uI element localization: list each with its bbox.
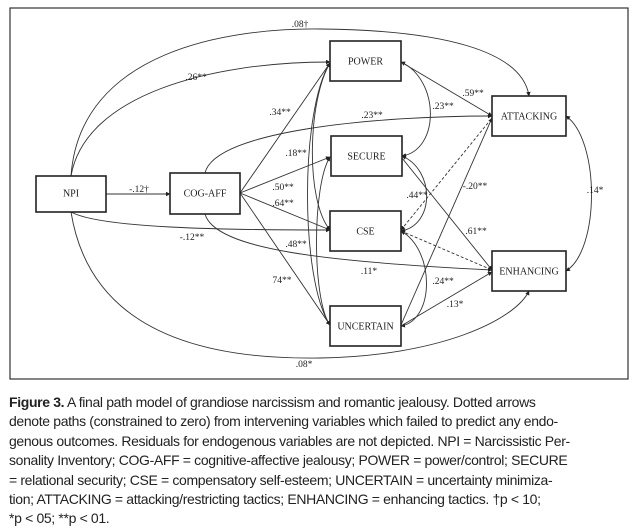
caption-line: Figure 3. A final path model of grandios… (9, 393, 631, 412)
path-npi-power (70, 59, 331, 177)
path-npi-cse (70, 211, 331, 233)
caption-line: denote paths (constrained to zero) from … (9, 413, 558, 430)
node-power: POWER (329, 40, 402, 82)
coef-npi-attacking: .08† (292, 20, 309, 30)
path-cogaff-enhancing (204, 213, 493, 273)
path-npi-enhancing (70, 211, 530, 359)
coef-npi-power: .26** (185, 73, 207, 83)
node-uncertain: UNCERTAIN (329, 305, 402, 347)
caption-label: Figure 3. (9, 394, 65, 410)
coef-cse-uncertain: .24** (432, 277, 454, 287)
figure-frame (9, 7, 629, 380)
path-model-diagram: NPI COG-AFF POWER SECURE CSE UNCERTAIN A… (9, 7, 629, 380)
coef-attacking-enhancing: .14* (587, 186, 604, 196)
node-label: ATTACKING (501, 111, 557, 122)
coef-cogaff-secure: .50** (272, 183, 294, 193)
node-cogaff: COG-AFF (169, 172, 241, 215)
corr-power-cse (311, 62, 331, 231)
coef-npi-cse: -.12** (180, 233, 205, 243)
node-label: COG-AFF (184, 188, 227, 199)
coef-uncertain-enhancing: .13* (447, 300, 464, 310)
node-npi: NPI (35, 175, 107, 213)
coef-secure: .18** (285, 149, 307, 159)
coef-npi-enhancing: .08* (296, 360, 313, 370)
path-cogaff-cse (239, 192, 331, 231)
figure-caption: Figure 3. A final path model of grandios… (9, 393, 631, 529)
caption-line: = relational security; CSE = compensator… (9, 471, 553, 488)
path-power-attacking (400, 61, 493, 117)
node-label: NPI (63, 188, 79, 199)
coef-power-secure: .23** (432, 102, 454, 112)
corr-attacking-enhancing (565, 115, 592, 272)
caption-line: genous outcomes. Residuals for endogenou… (9, 432, 570, 449)
corr-cse-uncertain (400, 230, 427, 328)
node-secure: SECURE (330, 135, 403, 177)
coef-cogaff-power: .34** (269, 108, 291, 118)
node-label: POWER (348, 56, 383, 67)
corr-power-secure (400, 61, 431, 158)
coef-cogaff-attacking: .23** (361, 111, 383, 121)
caption-line: *p < 05; **p < 01. (9, 510, 110, 527)
node-label: UNCERTAIN (337, 321, 393, 332)
node-attacking: ATTACKING (491, 95, 567, 137)
coef-secure-cse: .44** (406, 191, 428, 201)
node-label: CSE (356, 226, 374, 237)
coef-cogaff-uncertain: 74** (273, 276, 292, 286)
path-cogaff-power (239, 62, 331, 194)
path-cogaff-attacking (204, 113, 493, 174)
corr-secure-uncertain (316, 156, 331, 326)
node-cse: CSE (329, 210, 402, 252)
coef-cogaff-cse: .64** (272, 199, 294, 209)
caption-text: A final path model of grandiose narcissi… (64, 394, 536, 410)
coef-power-attacking: .59** (462, 89, 484, 99)
path-npi-attacking (70, 28, 531, 177)
caption-line: sonality Inventory; COG-AFF = cognitive-… (9, 452, 568, 469)
coef-npi-cogaff: -.12† (129, 185, 149, 195)
path-cse-enhancing-dotted (400, 230, 493, 271)
caption-line: tion; ATTACKING = attacking/restricting … (9, 491, 541, 508)
path-cogaff-uncertain (239, 192, 331, 326)
coef-cogaff: .48** (285, 240, 307, 250)
path-cogaff-secure (239, 156, 331, 194)
path-cse-attacking-dotted (400, 117, 493, 231)
path-uncertain-enhancing (400, 271, 493, 327)
node-enhancing: ENHANCING (491, 250, 567, 292)
path-uncertain-attacking (400, 117, 493, 326)
path-secure-enhancing (401, 157, 493, 271)
coef-uncertain-attacking: -.20** (463, 182, 488, 192)
corr-secure-cse (400, 155, 428, 233)
coef-secure-enhancing: .61** (465, 227, 487, 237)
coef-cogaff-enhancing: .11* (361, 267, 378, 277)
node-label: SECURE (347, 151, 385, 162)
node-label: ENHANCING (499, 266, 558, 277)
